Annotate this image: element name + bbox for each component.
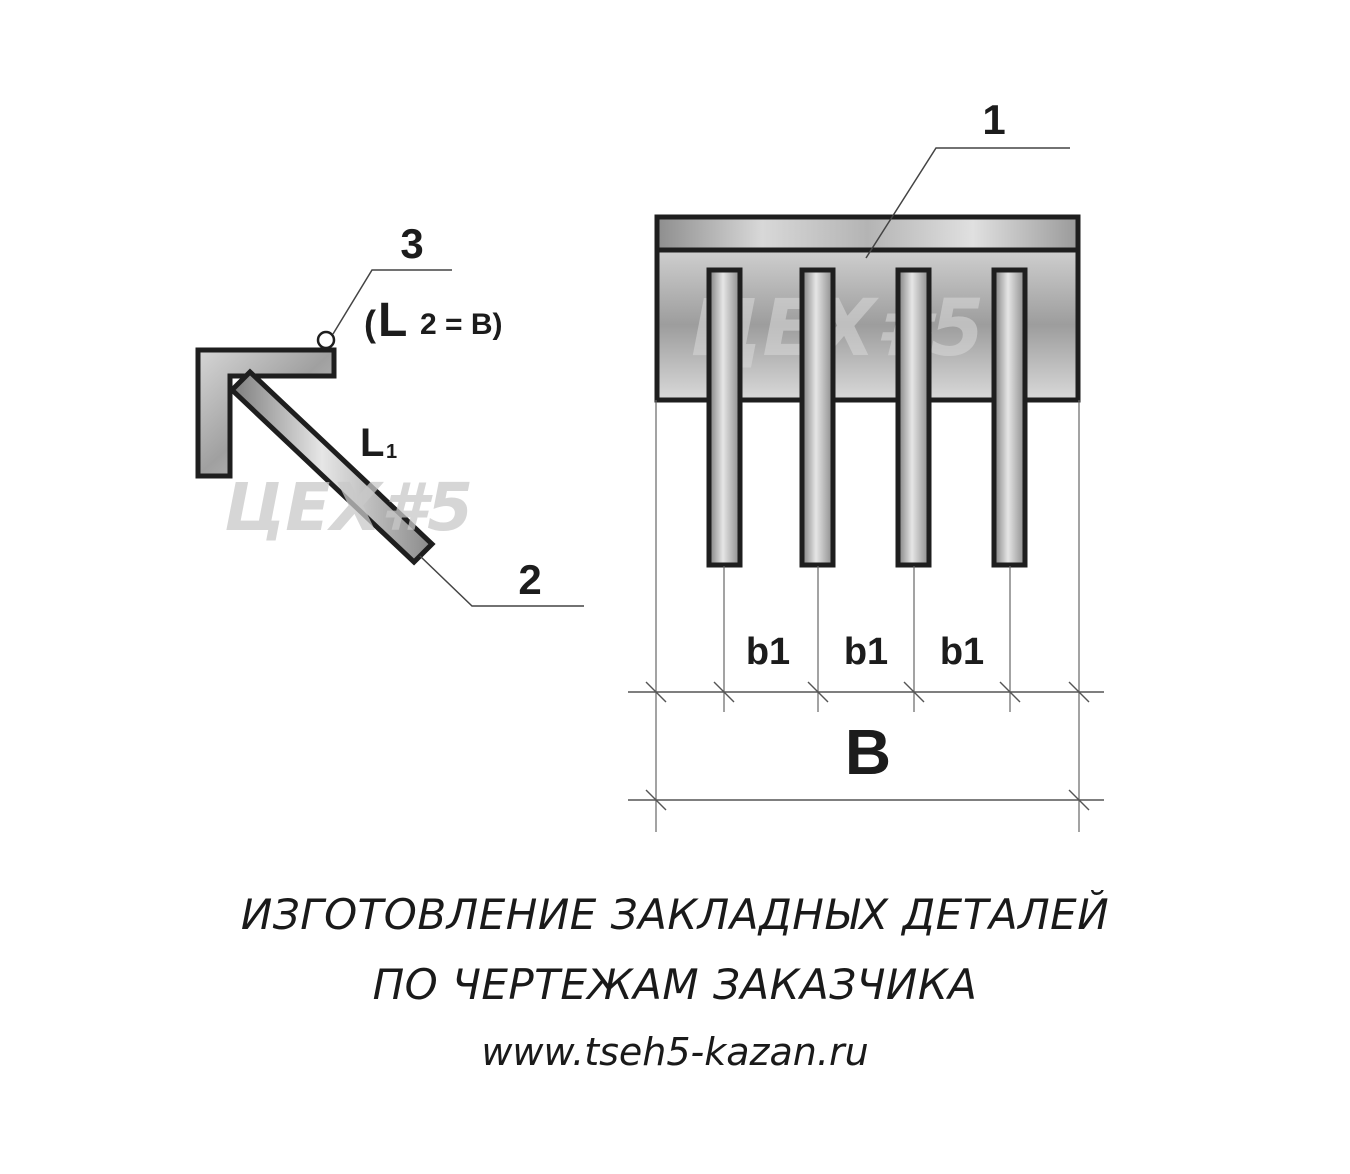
website-url: www.tseh5-kazan.ru <box>481 1030 869 1074</box>
callout-2-label: 2 <box>518 556 541 603</box>
B-dimension-line <box>628 789 1104 811</box>
l2-glyph: L <box>378 294 407 347</box>
b1-label: b1 <box>940 631 984 673</box>
section-view: 3 ( L 2 = B) L 1 2 ЦЕХ#5 <box>195 220 584 607</box>
front-view: ЦЕХ#5 1 <box>628 96 1104 832</box>
anchor-bar <box>895 267 932 568</box>
anchor-bar-diagonal <box>228 368 436 566</box>
callout-3-label: 3 <box>400 220 423 267</box>
b1-dimension-line <box>628 681 1104 703</box>
callout-1-label: 1 <box>982 96 1005 143</box>
extension-lines <box>655 400 1080 832</box>
B-label: B <box>845 716 891 788</box>
l1-glyph: L <box>360 421 384 465</box>
l2-equals-b: 2 = B) <box>420 308 503 341</box>
l1-subscript: 1 <box>386 441 397 463</box>
leader-line-1 <box>865 147 1070 259</box>
leader-line-2 <box>419 555 584 607</box>
b1-label: b1 <box>844 631 888 673</box>
caption-line-2: ПО ЧЕРТЕЖАМ ЗАКАЗЧИКА <box>372 960 978 1009</box>
anchor-bar <box>799 267 836 568</box>
l2-open-paren: ( <box>364 303 376 344</box>
top-flange <box>654 214 1081 253</box>
b1-label: b1 <box>746 631 790 673</box>
anchor-bar <box>706 267 743 568</box>
leader-line-3 <box>332 269 452 335</box>
caption-line-1: ИЗГОТОВЛЕНИЕ ЗАКЛАДНЫХ ДЕТАЛЕЙ <box>240 890 1110 939</box>
watermark-left: ЦЕХ#5 <box>224 469 473 546</box>
anchor-bar <box>991 267 1028 568</box>
angle-profile <box>195 347 337 479</box>
weld-symbol <box>316 330 336 350</box>
